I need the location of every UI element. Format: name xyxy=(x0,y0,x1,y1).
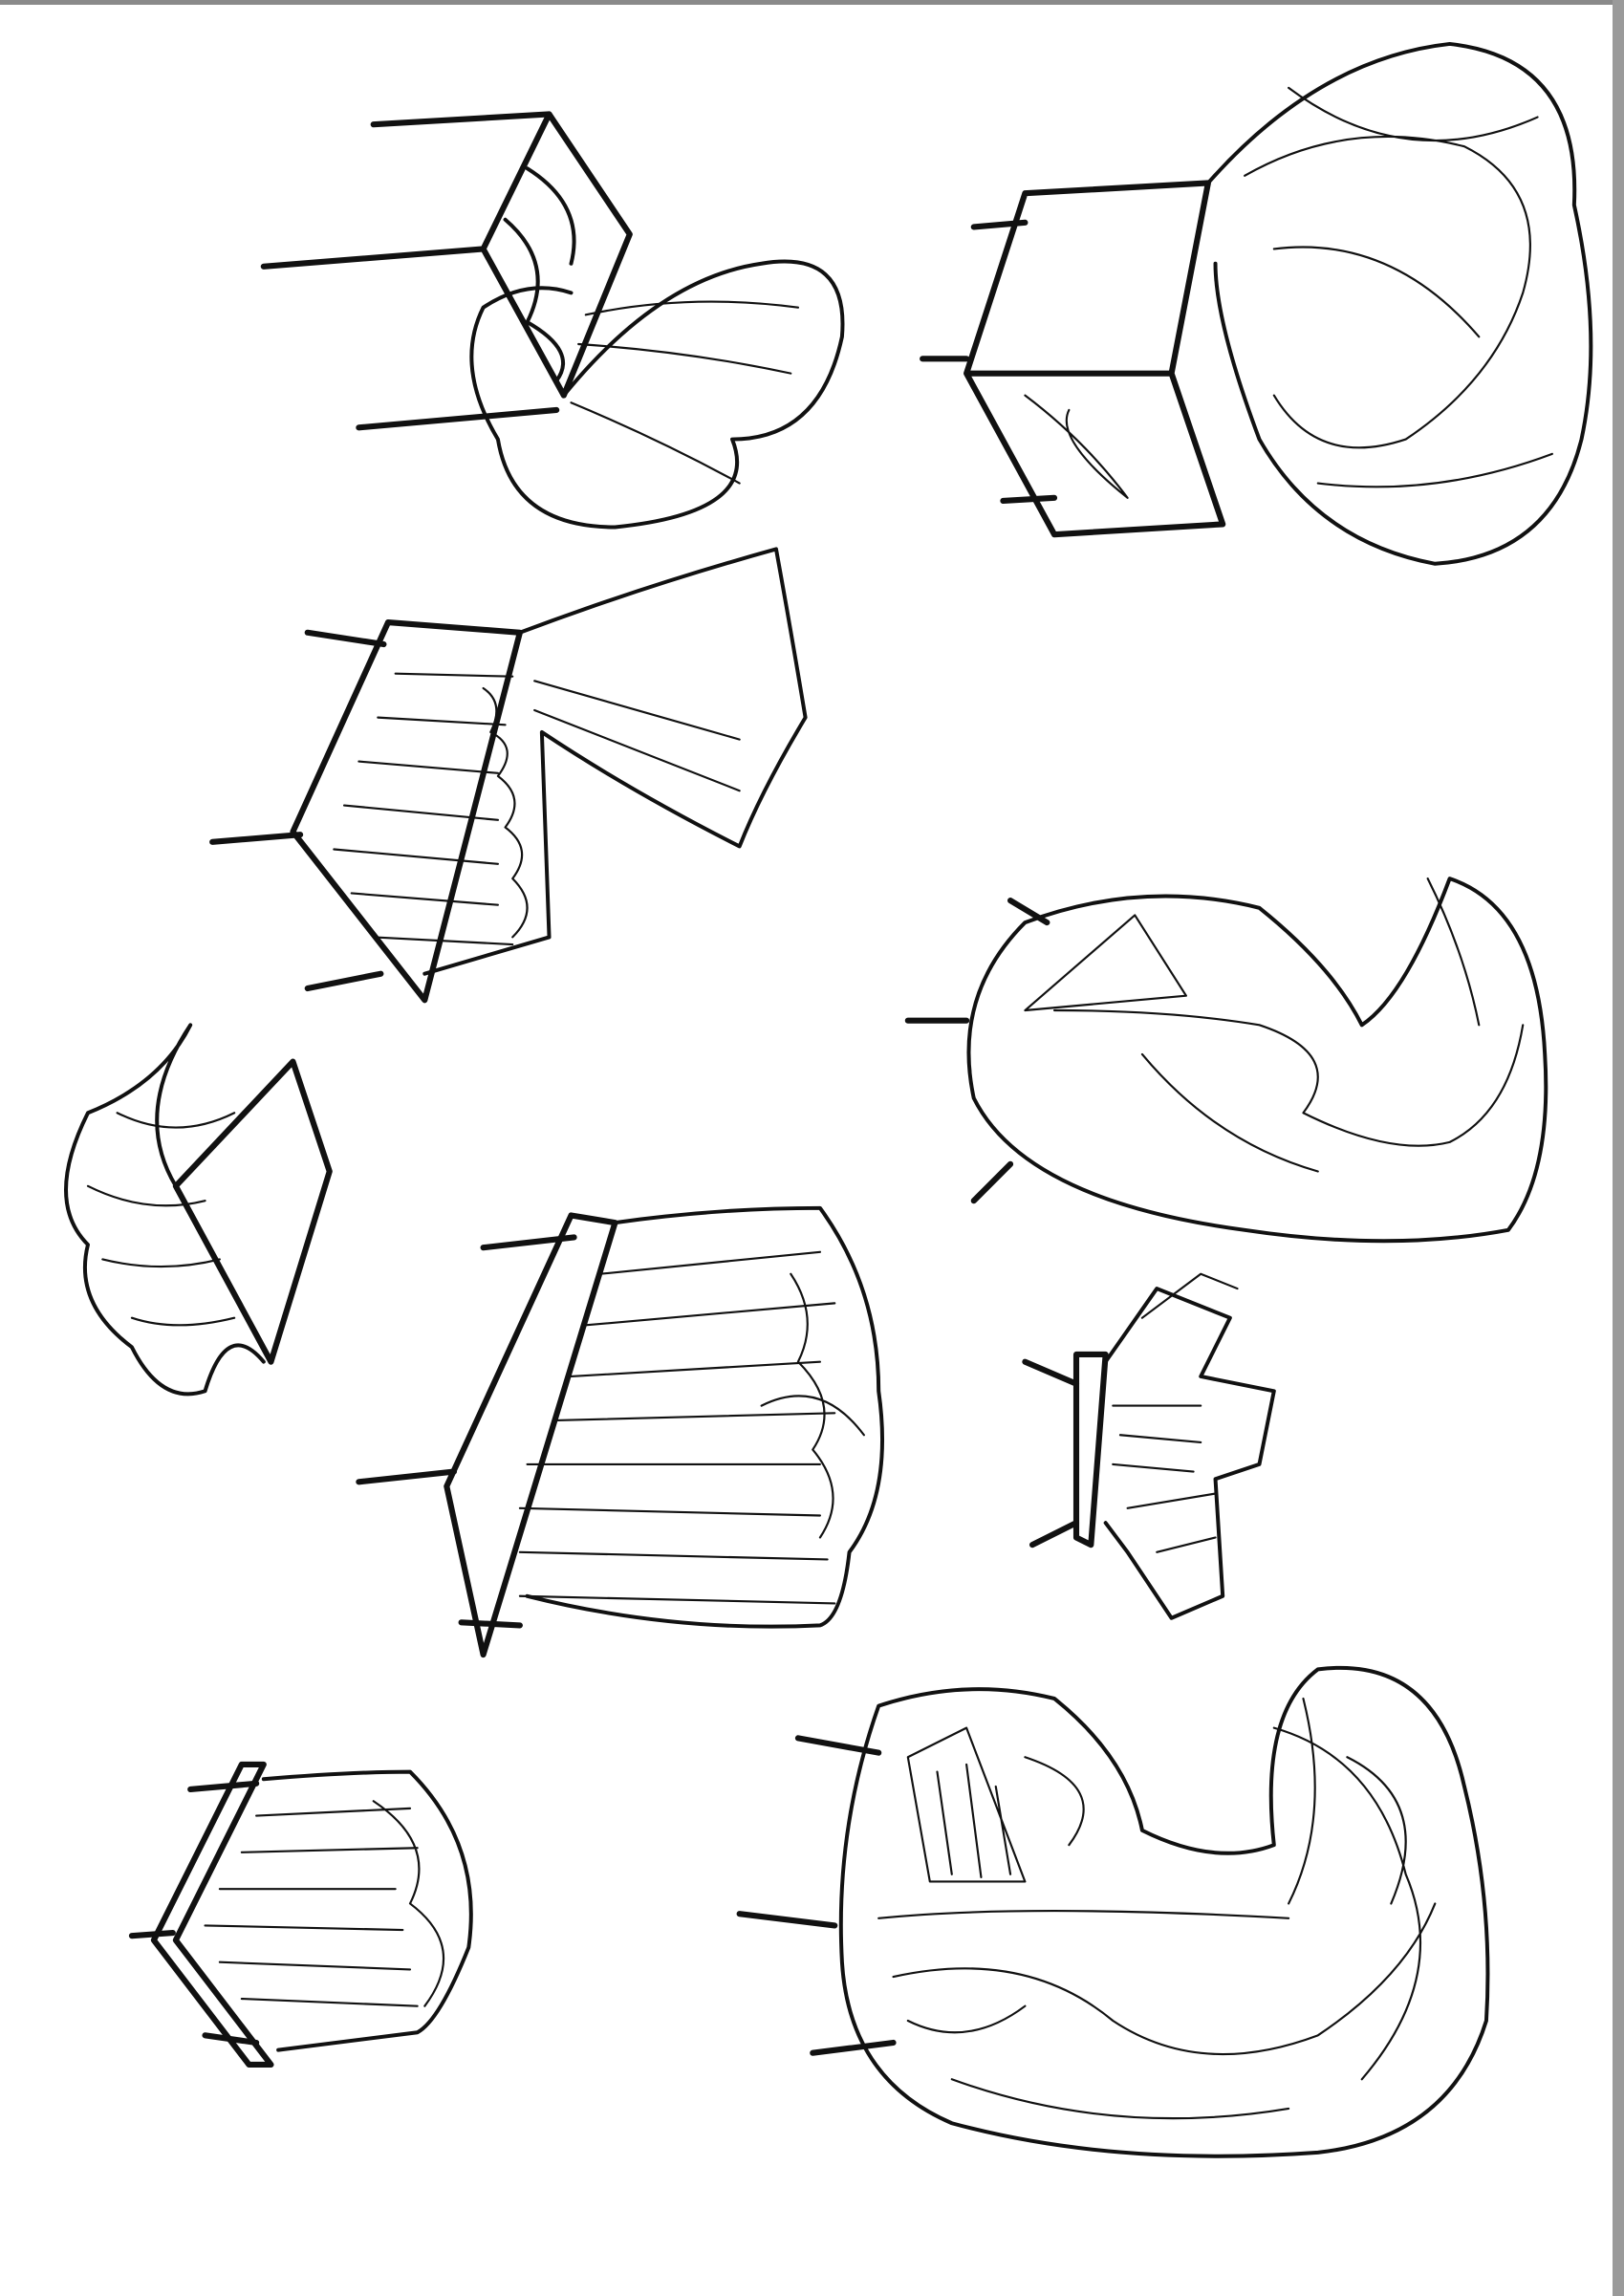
chair-sketch-pleated-1 xyxy=(209,547,808,1004)
paper-top-edge xyxy=(0,0,1624,5)
chair-sketch-small-drape xyxy=(64,1023,333,1397)
paper-right-edge xyxy=(1613,0,1624,2296)
chair-sketch-pleated-2 xyxy=(356,1205,884,1658)
chair-sketch-scribbled-2 xyxy=(736,1665,1490,2158)
chair-sketch-scribbled-1 xyxy=(920,41,1593,566)
chair-sketch-draped-1 xyxy=(260,111,845,530)
chair-sketch-spiky xyxy=(1022,1272,1276,1620)
chair-sketch-lumpy-1 xyxy=(904,877,1548,1244)
chair-sketch-pleated-3 xyxy=(128,1761,473,2069)
